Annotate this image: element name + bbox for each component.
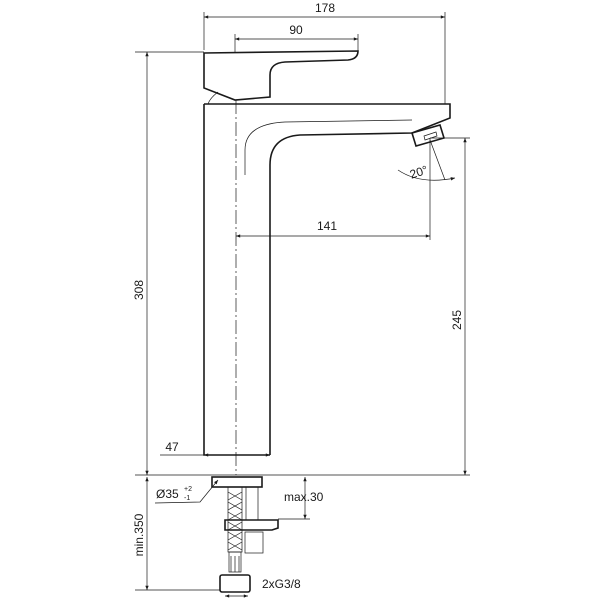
dim-hole-tol-plus: +2 bbox=[184, 486, 192, 493]
dim-max-deck: max.30 bbox=[284, 490, 324, 504]
aerator bbox=[410, 124, 446, 147]
dim-handle-length: 90 bbox=[289, 23, 303, 37]
dim-spout-reach: 141 bbox=[317, 219, 337, 233]
dim-hole-diameter: Ø35 bbox=[156, 487, 179, 501]
dim-hole-tol-minus: -1 bbox=[184, 495, 190, 502]
dim-base-width: 47 bbox=[165, 440, 179, 454]
dim-aerator-angle: 20° bbox=[408, 163, 430, 182]
dim-hose-length: min.350 bbox=[132, 513, 146, 556]
dim-connection: 2xG3/8 bbox=[262, 577, 301, 591]
mounting-hardware bbox=[211, 476, 279, 593]
faucet-body bbox=[203, 100, 451, 475]
lever-handle bbox=[203, 50, 359, 105]
dim-overall-height: 308 bbox=[132, 280, 146, 300]
dim-spout-height: 245 bbox=[450, 310, 464, 330]
dimension-lines bbox=[135, 12, 470, 598]
dim-overall-width: 178 bbox=[315, 1, 335, 15]
